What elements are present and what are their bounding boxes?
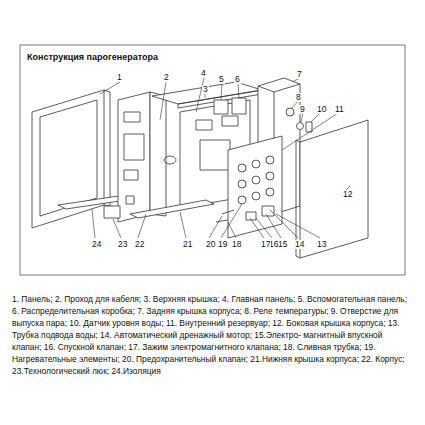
callout-number: 23	[117, 240, 128, 249]
callout-number: 4	[200, 69, 207, 78]
leader-lines	[92, 78, 350, 238]
callout-number: 13	[316, 240, 327, 249]
frame	[20, 45, 405, 275]
callout-number: 9	[299, 105, 306, 114]
callout-number: 17	[260, 240, 271, 249]
diagram-title: Конструкция парогенератора	[27, 53, 158, 62]
junction-box	[232, 98, 246, 114]
callout-number: 5	[218, 75, 225, 84]
callout-number: 11	[334, 105, 345, 114]
callout-number: 24	[91, 240, 102, 249]
parts-caption: 1. Панель; 2. Проход для кабеля; 3. Верх…	[12, 293, 410, 377]
hatch	[104, 206, 120, 218]
callout-number: 7	[296, 70, 303, 79]
callout-number: 19	[217, 240, 228, 249]
callout-number: 2	[163, 73, 170, 82]
callout-number: 8	[295, 93, 302, 102]
callout-number: 18	[231, 240, 242, 249]
bottom-cover	[130, 200, 214, 218]
callout-number: 3	[202, 85, 209, 94]
callout-number: 6	[234, 75, 241, 84]
auxiliary-panel	[214, 100, 228, 114]
temperature-relay	[286, 108, 294, 116]
callout-number: 1	[116, 73, 123, 82]
callout-number: 12	[342, 190, 353, 199]
callout-number: 20	[205, 240, 216, 249]
inner-tank	[216, 136, 282, 238]
side-cover	[296, 120, 368, 258]
callout-number: 22	[134, 240, 145, 249]
callout-number: 14	[294, 240, 305, 249]
callout-number: 21	[182, 240, 193, 249]
steam-outlet	[297, 123, 304, 130]
callout-number: 10	[316, 105, 327, 114]
body	[118, 92, 176, 222]
